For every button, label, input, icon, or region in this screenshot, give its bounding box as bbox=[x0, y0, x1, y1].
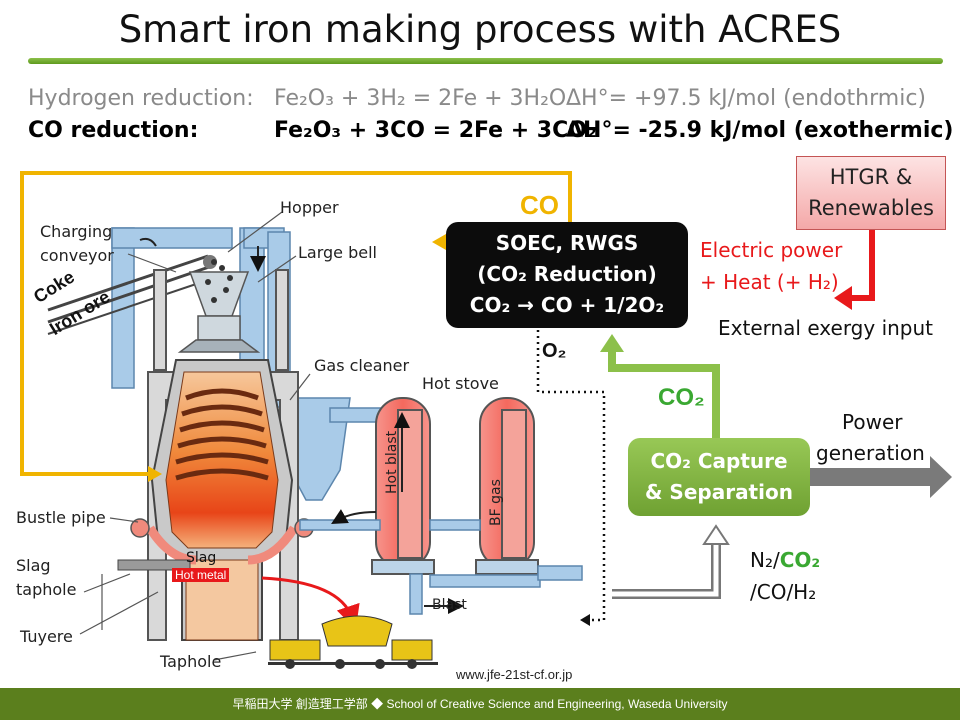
ladle-car bbox=[268, 615, 438, 669]
co-reduction-label: CO reduction: bbox=[28, 118, 199, 143]
power-label: Power bbox=[842, 410, 903, 434]
title-underline bbox=[28, 58, 943, 64]
hot-blast-label: Hot blast bbox=[384, 430, 400, 494]
footer-bar: 早稲田大学 創造理工学部 ◆ School of Creative Scienc… bbox=[0, 688, 960, 720]
soec-line-2: (CO₂ Reduction) bbox=[477, 262, 657, 286]
large-bell-label: Large bell bbox=[298, 243, 377, 262]
hydrogen-reduction-label: Hydrogen reduction: bbox=[28, 86, 254, 111]
co2-label: CO₂ bbox=[658, 384, 705, 411]
slag-taphole-label: Slag taphole bbox=[16, 556, 77, 599]
source-url: www.jfe-21st-cf.or.jp bbox=[456, 667, 573, 682]
htgr-renewables-box: HTGR & Renewables bbox=[796, 156, 946, 230]
blast-pipes bbox=[299, 519, 583, 615]
burden-layers bbox=[175, 388, 269, 481]
charging-conveyor bbox=[47, 254, 217, 335]
hot-stove-label: Hot stove bbox=[422, 374, 499, 393]
soec-line-3: CO₂ → CO + 1/2O₂ bbox=[469, 293, 665, 317]
htgr-line-1: HTGR & bbox=[829, 165, 913, 189]
hydrogen-reduction-formula: Fe₂O₃ + 3H₂ = 2Fe + 3H₂O bbox=[274, 86, 567, 111]
capture-line-2: & Separation bbox=[645, 480, 793, 504]
co2-mix-text: CO₂ bbox=[779, 548, 821, 572]
page-title: Smart iron making process with ACRES bbox=[118, 8, 842, 51]
gas-mix-label-1: N₂/CO₂ bbox=[750, 548, 820, 572]
hopper-label: Hopper bbox=[280, 198, 339, 217]
n2-text: N₂/ bbox=[750, 548, 780, 572]
slag-label: Slag bbox=[186, 550, 217, 566]
generation-label: generation bbox=[816, 441, 925, 465]
bf-gas-label: BF gas bbox=[488, 479, 504, 526]
co2-arrow bbox=[608, 350, 720, 438]
htgr-line-2: Renewables bbox=[808, 196, 934, 220]
bustle-pipe-label: Bustle pipe bbox=[16, 508, 106, 527]
slag-trough bbox=[117, 559, 191, 571]
hot-metal-flow bbox=[261, 576, 360, 630]
heat-h2-label: + Heat (+ H₂) bbox=[700, 270, 839, 294]
tuyere-label: Tuyere bbox=[20, 627, 73, 646]
charging-conveyor-label: Charging conveyor bbox=[40, 222, 114, 265]
blast-label: Blast bbox=[432, 597, 467, 613]
co2-capture-box: CO₂ Capture & Separation bbox=[628, 438, 810, 516]
soec-line-1: SOEC, RWGS bbox=[495, 231, 639, 255]
co-reduction-enthalpy: ΔH°= -25.9 kJ/mol (exothermic) bbox=[566, 118, 954, 143]
furnace-interior bbox=[165, 371, 279, 549]
electric-power-label: Electric power bbox=[700, 238, 843, 262]
soec-rwgs-box: SOEC, RWGS (CO₂ Reduction) CO₂ → CO + 1/… bbox=[446, 222, 688, 328]
gas-mix-label-2: /CO/H₂ bbox=[750, 580, 817, 604]
leader-lines bbox=[79, 211, 311, 661]
power-arrow bbox=[850, 230, 875, 301]
taphole-label: Taphole bbox=[160, 652, 222, 671]
furnace-frame bbox=[147, 269, 299, 641]
hot-metal-label: Hot metal bbox=[172, 568, 230, 582]
o2-label: O₂ bbox=[542, 340, 567, 362]
capture-line-1: CO₂ Capture bbox=[650, 449, 788, 473]
hydrogen-reduction-enthalpy: ΔH°= +97.5 kJ/mol (endothrmic) bbox=[566, 86, 927, 111]
gas-cleaner-label: Gas cleaner bbox=[314, 356, 410, 375]
hopper bbox=[177, 259, 261, 353]
co-label: CO bbox=[520, 190, 559, 220]
co-reduction-formula: Fe₂O₃ + 3CO = 2Fe + 3CO₂ bbox=[274, 118, 597, 143]
o2-line bbox=[536, 330, 606, 622]
power-generation-arrow bbox=[810, 456, 952, 498]
external-exergy-label: External exergy input bbox=[718, 316, 934, 340]
gas-mix-arrow bbox=[612, 542, 721, 599]
